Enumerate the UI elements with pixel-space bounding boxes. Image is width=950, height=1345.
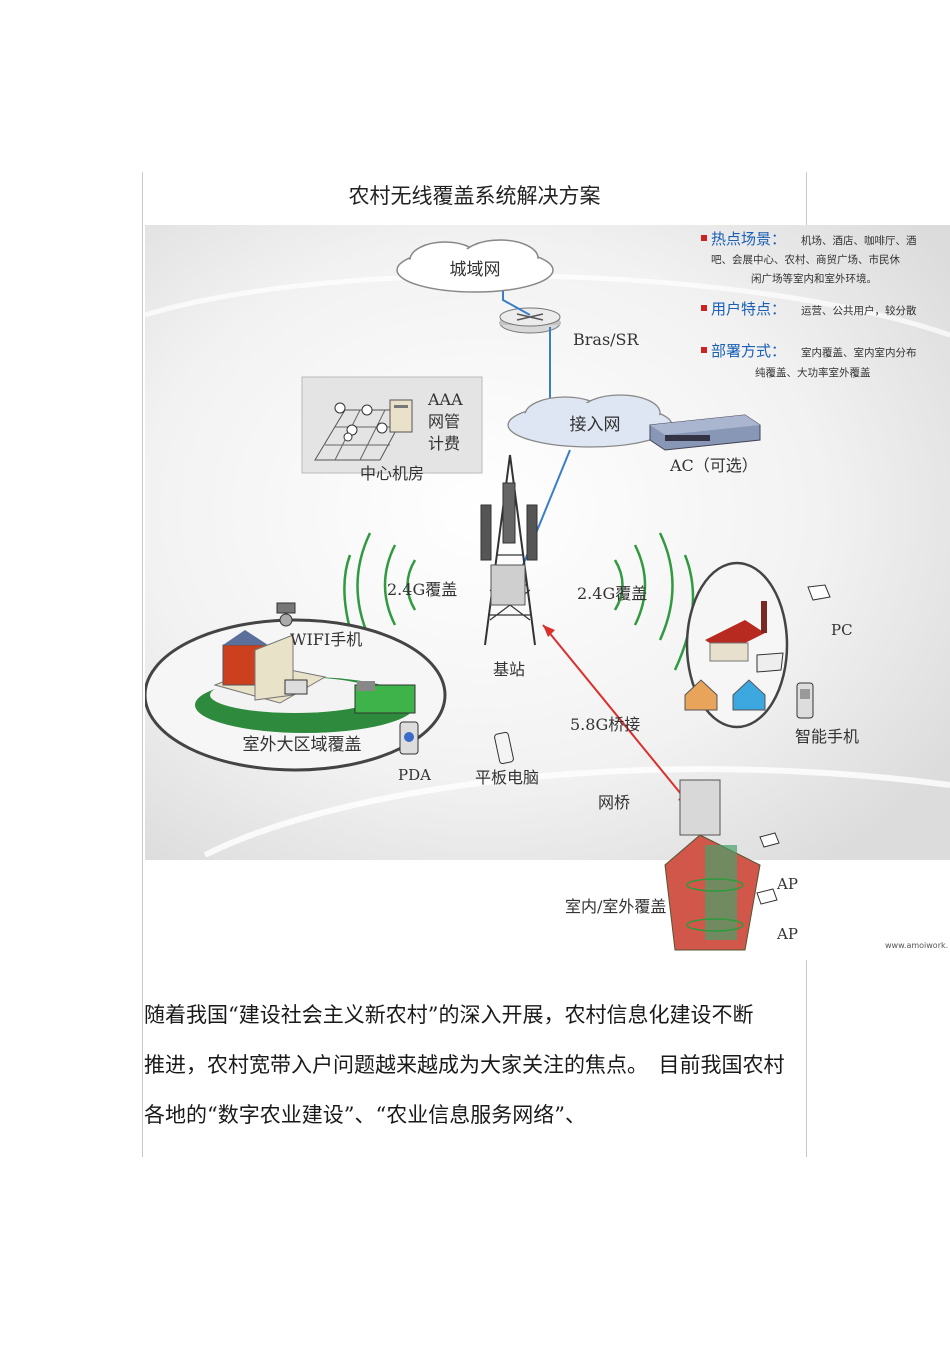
coverage-left-label: 2.4G覆盖 [387,580,457,599]
side-info-panel: 热点场景： 机场、酒店、咖啡厅、酒 吧、会展中心、农村、商贸广场、市民休 闲广场… [701,230,917,379]
page-border-left [142,172,143,1157]
bullet-user [701,305,707,311]
paragraph-line-1: 随着我国“建设社会主义新农村”的深入开展，农村信息化建设不断 [144,1003,754,1027]
hot-line1: 机场、酒店、咖啡厅、酒 [801,234,917,247]
net-bridge-label: 网桥 [598,793,630,812]
user-text: 运营、公共用户，较分散 [801,304,917,317]
router-icon [499,307,561,334]
outdoor-area-label: 室外大区域覆盖 [243,735,362,755]
hot-line3: 闲广场等室内和室外环境。 [751,272,877,285]
access-network-label: 接入网 [570,415,621,435]
bullet-hot [701,235,707,241]
aaa-label: AAA [427,390,463,409]
bridge-58-label: 5.8G桥接 [570,715,640,734]
outdoor-coverage-area [145,618,447,772]
right-coverage-area [684,561,789,729]
document-title: 农村无线覆盖系统解决方案 [348,184,601,208]
access-network-cloud [507,394,673,448]
paragraph-line-2: 推进，农村宽带入户问题越来越成为大家关注的焦点。 目前我国农村 [144,1053,785,1077]
hot-line2: 吧、会展中心、农村、商贸广场、市民休 [711,253,900,266]
hot-title: 热点场景： [711,230,786,248]
bullet-deploy [701,347,707,353]
indoor-outdoor-label: 室内/室外覆盖 [565,897,666,916]
ap-label-2: AP [776,925,798,943]
pc-label: PC [831,621,853,639]
link-router-city [502,291,531,316]
camera-icon [276,602,296,627]
paragraph-line-3: 各地的“数字农业建设”、“农业信息服务网络”、 [144,1103,586,1127]
tablet-label: 平板电脑 [475,768,539,787]
nms-label: 网管 [428,412,460,431]
bras-label: Bras/SR [573,330,640,349]
billing-label: 计费 [428,434,460,453]
indoor-building-icon [664,779,780,951]
pc-icon [807,584,831,601]
city-network-label: 城域网 [450,260,501,280]
center-room-label: 中心机房 [360,464,424,483]
user-title: 用户特点： [711,300,786,318]
base-station-label: 基站 [493,660,525,679]
server-grid-icon [314,399,413,461]
pda-icon [399,721,419,755]
deploy-line1: 室内覆盖、室内室内分布 [801,346,917,359]
pda-label: PDA [398,766,431,784]
wifi-phone-label: WIFI手机 [290,630,362,649]
base-station-tower-icon [480,454,538,646]
network-diagram: 城域网 Bras/SR AAA 网管 计费 中心机房 接入网 [145,225,950,960]
smartphone-label: 智能手机 [795,727,859,746]
deploy-title: 部署方式： [711,342,786,360]
city-network-cloud [396,239,554,293]
ac-device-icon [649,414,761,451]
tablet-icon [494,731,514,765]
deploy-line2: 纯覆盖、大功率室外覆盖 [755,366,871,379]
ac-label: AC（可选） [669,456,758,475]
coverage-right-label: 2.4G覆盖 [577,584,647,603]
ap-label-1: AP [776,875,798,893]
smartphone-icon [796,682,814,719]
footer-url: www.amoiwork. [885,941,948,950]
